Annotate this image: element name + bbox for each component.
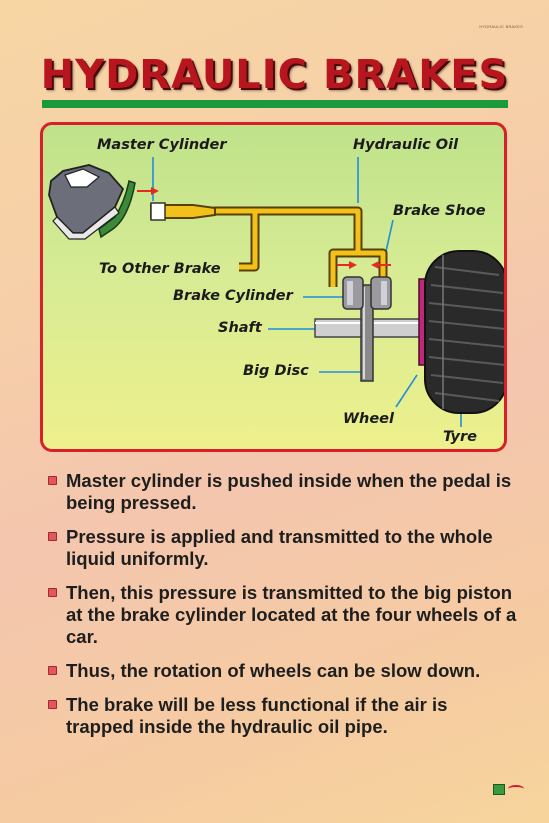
bullet-icon — [48, 700, 57, 709]
label-big-disc: Big Disc — [243, 363, 309, 379]
label-hydraulic-oil: Hydraulic Oil — [353, 137, 459, 153]
brake-cylinder — [337, 261, 392, 310]
brake-arrow-right-icon — [371, 261, 379, 269]
brake-arrow-left-icon — [349, 261, 357, 269]
list-item: Pressure is applied and transmitted to t… — [48, 526, 518, 570]
hydraulic-pipe — [213, 206, 388, 287]
corner-tag: HYDRAULIC BRAKES — [479, 24, 523, 29]
shaft-bar — [314, 318, 436, 338]
label-to-other-brake: To Other Brake — [99, 261, 221, 277]
bullet-icon — [48, 532, 57, 541]
tyre — [424, 250, 504, 414]
label-brake-cylinder: Brake Cylinder — [173, 288, 293, 304]
label-tyre: Tyre — [443, 429, 477, 445]
label-shaft: Shaft — [218, 320, 262, 336]
list-item: Then, this pressure is transmitted to th… — [48, 582, 518, 648]
list-item: Master cylinder is pushed inside when th… — [48, 470, 518, 514]
pedal-and-foot — [48, 164, 159, 240]
bullet-icon — [48, 588, 57, 597]
leader-wheel — [395, 374, 418, 408]
logo-swoosh-icon — [508, 785, 524, 793]
label-brake-shoe: Brake Shoe — [393, 203, 486, 219]
logo-square-icon — [493, 783, 505, 795]
bullet-icon — [48, 666, 57, 675]
leader-lines — [152, 157, 462, 427]
label-wheel: Wheel — [343, 411, 394, 427]
shoe-laces — [64, 168, 101, 188]
big-disc — [360, 284, 374, 382]
brake-pad-right-shine — [381, 281, 387, 305]
master-cylinder-piston — [150, 202, 166, 221]
list-item: Thus, the rotation of wheels can be slow… — [48, 660, 518, 682]
brake-diagram: Master Cylinder Hydraulic Oil Brake Shoe… — [40, 122, 507, 452]
master-cylinder — [150, 202, 216, 221]
brake-pad-left-shine — [347, 281, 353, 305]
title-underline — [42, 100, 508, 108]
diagram-drawing — [48, 157, 504, 427]
pipe-fill — [213, 208, 386, 287]
publisher-logo — [493, 783, 525, 795]
bullet-icon — [48, 476, 57, 485]
shaft — [314, 318, 436, 338]
page-title: HYDRAULIC BRAKES — [40, 52, 509, 98]
label-master-cylinder: Master Cylinder — [97, 137, 227, 153]
list-item: The brake will be less functional if the… — [48, 694, 518, 738]
push-arrow-icon — [151, 187, 159, 195]
shoe-sole — [52, 206, 120, 240]
explanation-list: Master cylinder is pushed inside when th… — [48, 470, 518, 750]
